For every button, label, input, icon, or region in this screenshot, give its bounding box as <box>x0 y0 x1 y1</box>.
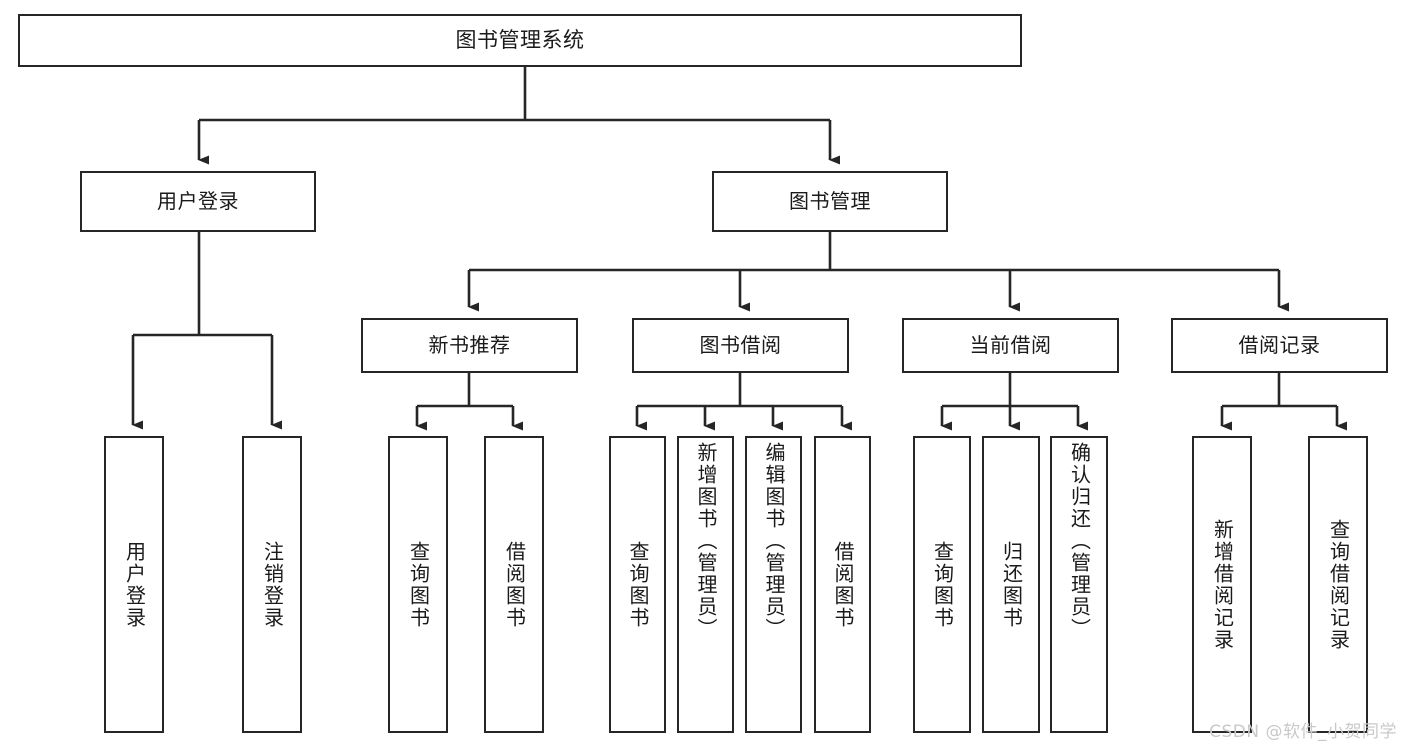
leaf-current-borrow-return-book[interactable]: 归还图书 <box>982 436 1040 733</box>
node-label: 新增图书（管理员） <box>694 442 718 640</box>
watermark-text: CSDN @软件_小贺同学 <box>1209 722 1397 742</box>
leaf-borrow-record-add-record[interactable]: 新增借阅记录 <box>1192 436 1252 733</box>
leaf-current-borrow-confirm-return-admin[interactable]: 确认归还（管理员） <box>1050 436 1108 733</box>
node-label: 当前借阅 <box>969 333 1052 357</box>
node-label: 查询图书 <box>626 540 650 629</box>
leaf-borrow-record-query-record[interactable]: 查询借阅记录 <box>1308 436 1368 733</box>
leaf-user-login-logout[interactable]: 注销登录 <box>242 436 302 733</box>
node-label: 查询图书 <box>930 540 955 629</box>
node-book-management[interactable]: 图书管理 <box>712 171 948 232</box>
node-user-login[interactable]: 用户登录 <box>80 171 316 232</box>
leaf-book-borrow-query-book[interactable]: 查询图书 <box>609 436 666 733</box>
leaf-book-borrow-edit-book-admin[interactable]: 编辑图书（管理员） <box>745 436 802 733</box>
leaf-current-borrow-query-book[interactable]: 查询图书 <box>913 436 971 733</box>
node-label: 注销登录 <box>260 540 285 629</box>
node-label: 图书管理 <box>789 189 871 213</box>
node-label: 确认归还（管理员） <box>1067 442 1092 640</box>
node-label: 借阅图书 <box>502 540 527 629</box>
node-label: 查询借阅记录 <box>1326 518 1351 651</box>
leaf-book-borrow-add-book-admin[interactable]: 新增图书（管理员） <box>677 436 734 733</box>
node-current-borrow[interactable]: 当前借阅 <box>902 318 1119 373</box>
node-new-book-recommend[interactable]: 新书推荐 <box>361 318 578 373</box>
leaf-new-book-borrow-book[interactable]: 借阅图书 <box>484 436 544 733</box>
node-label: 图书管理系统 <box>455 28 585 53</box>
node-root-library-management-system[interactable]: 图书管理系统 <box>18 14 1022 67</box>
node-label: 新书推荐 <box>428 333 511 357</box>
node-borrow-record[interactable]: 借阅记录 <box>1171 318 1388 373</box>
leaf-new-book-query-book[interactable]: 查询图书 <box>388 436 448 733</box>
node-label: 查询图书 <box>406 540 431 629</box>
node-label: 借阅图书 <box>831 540 855 629</box>
node-label: 用户登录 <box>157 189 239 213</box>
node-label: 用户登录 <box>122 540 147 629</box>
leaf-user-login-login[interactable]: 用户登录 <box>104 436 164 733</box>
node-label: 图书借阅 <box>699 333 782 357</box>
node-label: 归还图书 <box>999 540 1024 629</box>
leaf-book-borrow-borrow-book[interactable]: 借阅图书 <box>814 436 871 733</box>
node-label: 借阅记录 <box>1238 333 1321 357</box>
node-book-borrow[interactable]: 图书借阅 <box>632 318 849 373</box>
node-label: 新增借阅记录 <box>1210 518 1235 651</box>
node-label: 编辑图书（管理员） <box>762 442 786 640</box>
